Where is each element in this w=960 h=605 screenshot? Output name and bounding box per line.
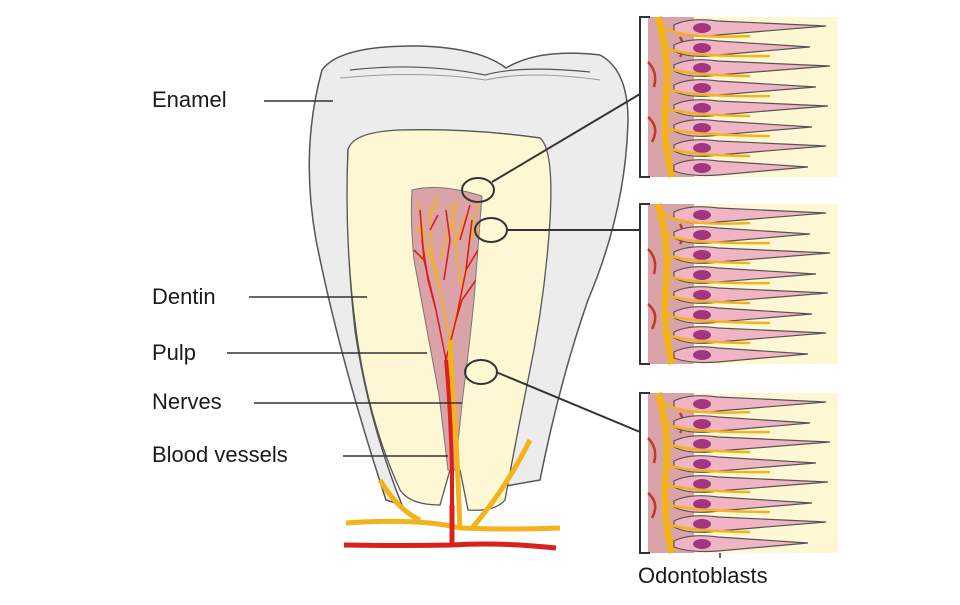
root-nerves	[345, 438, 561, 532]
odontoblast-panel-top	[640, 17, 838, 177]
label-enamel: Enamel	[152, 87, 227, 112]
label-pulp: Pulp	[152, 340, 197, 365]
odontoblast-panel-middle	[640, 204, 838, 364]
label-dentin: Dentin	[152, 284, 216, 309]
odontoblast-panel-bottom	[640, 393, 838, 553]
label-nerves: Nerves	[152, 389, 222, 414]
root-vessels	[343, 505, 557, 551]
label-odontoblasts: Odontoblasts	[638, 563, 768, 588]
label-blood-vessels: Blood vessels	[152, 442, 288, 467]
